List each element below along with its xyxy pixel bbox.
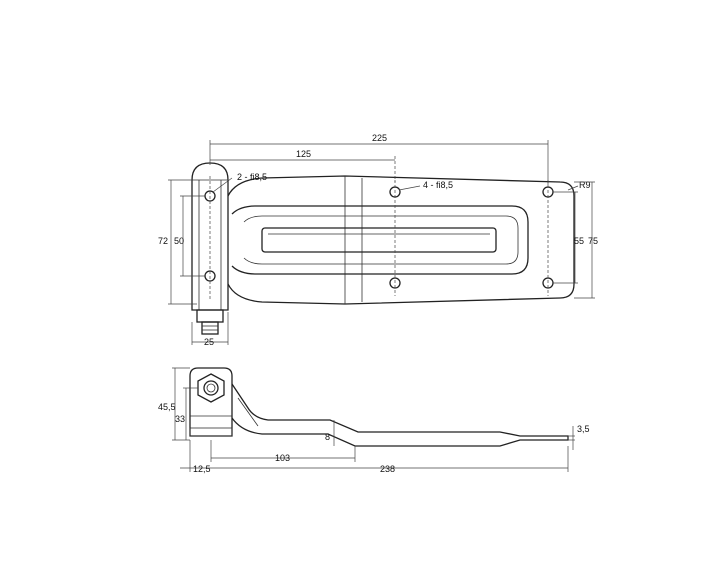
side-arm-line	[237, 397, 259, 427]
pin-nut	[196, 309, 224, 323]
side-hex-nut	[197, 373, 225, 403]
side-view: 45,5 33 8 3,5 103 12,5 238	[158, 367, 590, 474]
label-mount-holes: 4 - fi8,5	[423, 180, 453, 190]
leader-line	[398, 185, 421, 191]
dim-hole-offset: 125	[296, 149, 311, 159]
plate-rib-inner	[243, 215, 519, 265]
dim-pin-width: 25	[204, 337, 214, 347]
dim-total-length: 238	[380, 464, 395, 474]
dim-offset: 8	[325, 432, 330, 442]
label-corner-radius: R9	[579, 180, 591, 190]
dim-hole-spacing: 55	[574, 236, 584, 246]
dim-height-inner: 50	[174, 236, 184, 246]
pin-thread	[201, 321, 219, 335]
dim-back: 12,5	[193, 464, 211, 474]
dim-bend-distance: 103	[275, 453, 290, 463]
hinge-plate-outline	[227, 175, 575, 305]
top-view: 225 125 2 - fi8,5 4 - fi8,5 R9 72 50 25 …	[158, 133, 598, 347]
leader-line	[567, 185, 579, 191]
side-base	[189, 427, 233, 437]
side-pin-body	[189, 367, 233, 437]
side-nut-bore	[203, 380, 219, 396]
dim-plate-height: 75	[588, 236, 598, 246]
dim-thickness: 3,5	[577, 424, 590, 434]
dim-total-height: 45,5	[158, 402, 176, 412]
side-arm	[231, 383, 569, 447]
dim-height-outer: 72	[158, 236, 168, 246]
label-pin-holes: 2 - fi8,5	[237, 172, 267, 182]
plate-rib-outer	[231, 205, 529, 275]
side-nut-bore-inner	[206, 383, 216, 393]
leader-line	[212, 177, 233, 193]
dim-overall-length: 225	[372, 133, 387, 143]
plate-slot	[261, 227, 497, 253]
dim-pin-height: 33	[175, 414, 185, 424]
